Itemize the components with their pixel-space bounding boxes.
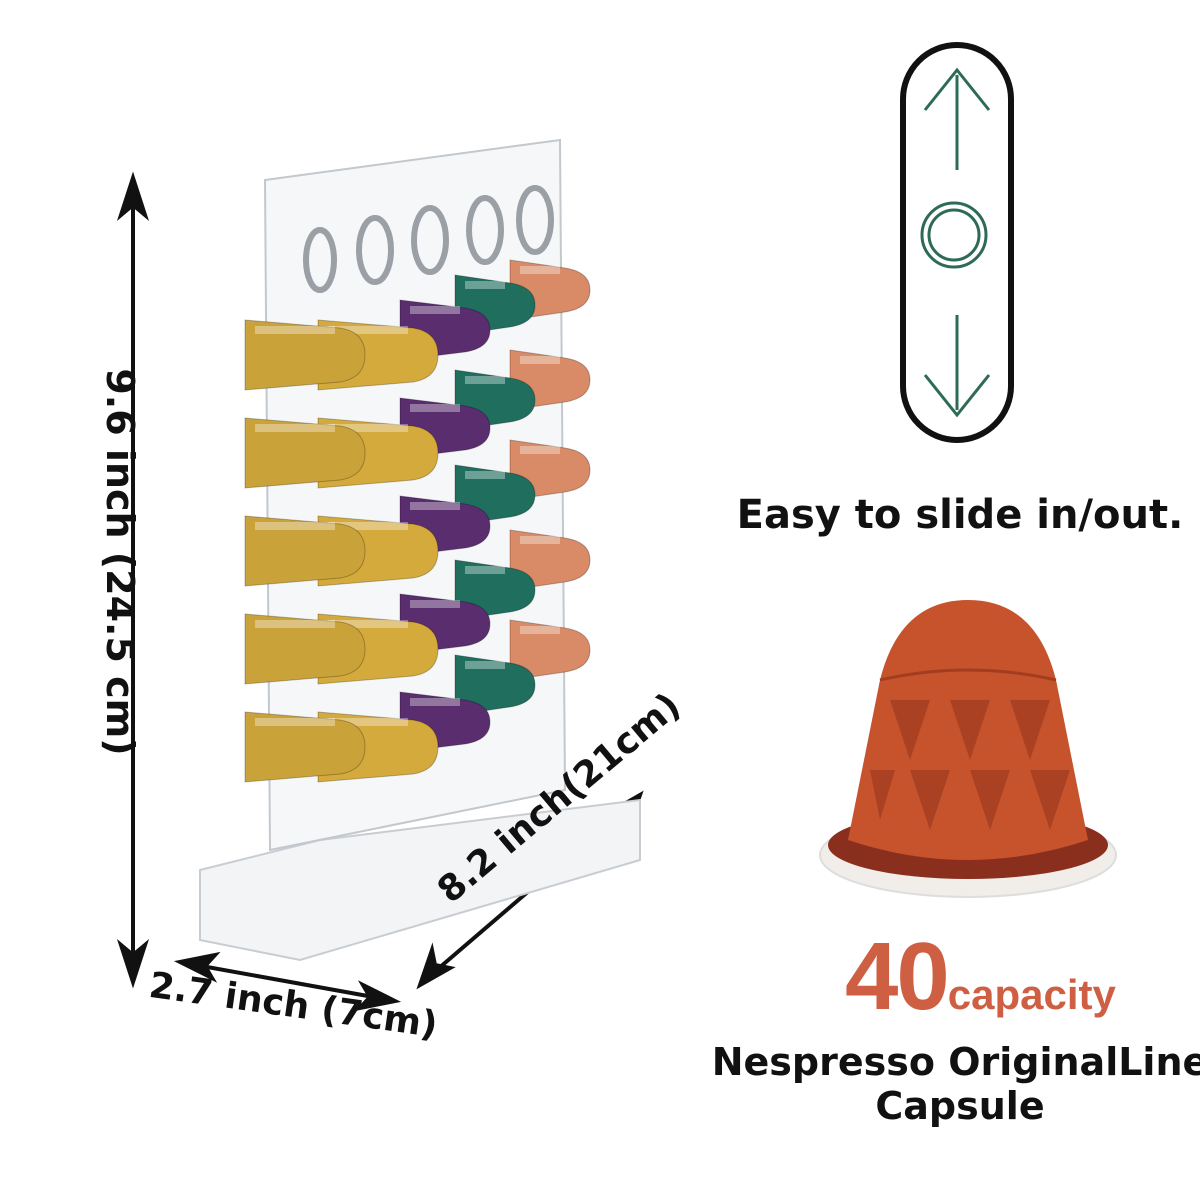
- capacity-label: 40capacity: [845, 922, 1116, 1032]
- capsule: [244, 711, 366, 783]
- slide-caption: Easy to slide in/out.: [736, 492, 1184, 538]
- capsule-name: Nespresso OriginalLine Capsule: [700, 1040, 1200, 1128]
- depth-arrow: [173, 951, 402, 1012]
- capsule: [454, 654, 536, 716]
- capsule: [244, 417, 366, 489]
- capsule: [244, 515, 366, 587]
- capsule: [244, 613, 366, 685]
- capsule-name-line1: Nespresso OriginalLine: [711, 1040, 1200, 1084]
- height-arrow: [116, 171, 150, 989]
- capsule-name-line2: Capsule: [875, 1084, 1045, 1128]
- capsule: [509, 619, 591, 681]
- height-dimension-label: 9.6 inch (24.5 cm): [98, 368, 142, 756]
- capsule: [244, 319, 366, 391]
- capsule-rack: [244, 259, 591, 783]
- arrow-up-icon: [923, 67, 991, 170]
- capacity-word: capacity: [947, 971, 1116, 1018]
- arrow-down-icon: [923, 315, 991, 418]
- capsule: [509, 529, 591, 591]
- capacity-number: 40: [845, 923, 950, 1030]
- capsule-image: [819, 600, 1117, 898]
- slide-slot-icon: [900, 42, 1014, 443]
- circle-icon: [920, 201, 988, 269]
